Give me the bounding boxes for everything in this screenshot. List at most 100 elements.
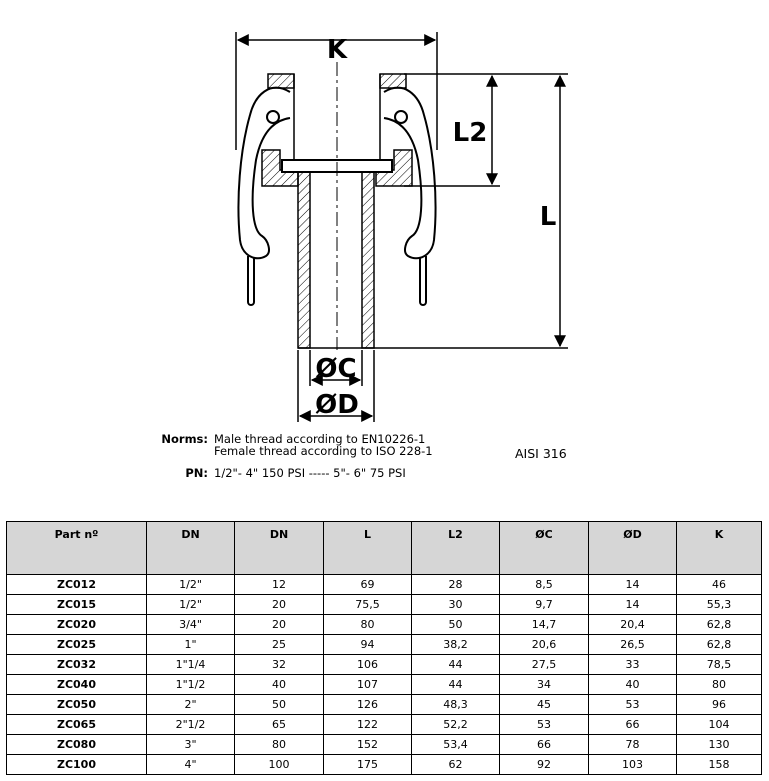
table-cell: 32 — [234, 654, 324, 675]
col-header: Part nº — [6, 521, 147, 575]
table-cell: 9,7 — [499, 594, 589, 615]
table-cell: 14,7 — [499, 614, 589, 635]
norms-line-1: Male thread according to EN10226-1 — [214, 432, 426, 446]
table-cell: 50 — [234, 694, 324, 715]
table-cell: 2"1/2 — [146, 714, 235, 735]
table-cell: 80 — [676, 674, 762, 695]
table-cell: 78 — [588, 734, 677, 755]
table-cell: 53,4 — [411, 734, 500, 755]
table-cell: 100 — [234, 754, 324, 775]
dim-d-label: ØD — [315, 390, 359, 420]
part-number-cell: ZC032 — [6, 654, 147, 675]
table-cell: 25 — [234, 634, 324, 655]
table-cell: 62 — [411, 754, 500, 775]
col-header: DN — [234, 521, 324, 575]
table-cell: 92 — [499, 754, 589, 775]
c-dimension: ØC — [309, 350, 363, 386]
table-cell: 122 — [323, 714, 412, 735]
dim-l-label: L — [540, 202, 557, 232]
table-cell: 3" — [146, 734, 235, 755]
col-header: ØD — [588, 521, 677, 575]
d-dimension: ØD — [297, 350, 375, 422]
part-number-cell: ZC012 — [6, 574, 147, 595]
table-cell: 33 — [588, 654, 677, 675]
part-number-cell: ZC040 — [6, 674, 147, 695]
table-cell: 27,5 — [499, 654, 589, 675]
table-cell: 62,8 — [676, 614, 762, 635]
table-cell: 75,5 — [323, 594, 412, 615]
table-cell: 8,5 — [499, 574, 589, 595]
part-number-cell: ZC020 — [6, 614, 147, 635]
table-cell: 26,5 — [588, 634, 677, 655]
table-cell: 45 — [499, 694, 589, 715]
table-cell: 20,6 — [499, 634, 589, 655]
table-cell: 53 — [499, 714, 589, 735]
table-cell: 94 — [323, 634, 412, 655]
table-cell: 1/2" — [146, 574, 235, 595]
table-cell: 80 — [234, 734, 324, 755]
table-cell: 104 — [676, 714, 762, 735]
table-cell: 40 — [588, 674, 677, 695]
coupling-technical-drawing: K L2 L — [235, 32, 568, 422]
table-cell: 1/2" — [146, 594, 235, 615]
material-label: AISI 316 — [515, 446, 567, 461]
right-cam-lever — [383, 86, 437, 306]
table-cell: 52,2 — [411, 714, 500, 735]
table-cell: 4" — [146, 754, 235, 775]
norms-line-2: Female thread according to ISO 228-1 — [214, 444, 433, 458]
col-header: K — [676, 521, 762, 575]
coupling-body — [261, 62, 413, 350]
table-cell: 28 — [411, 574, 500, 595]
table-cell: 38,2 — [411, 634, 500, 655]
part-number-cell: ZC065 — [6, 714, 147, 735]
dim-k-label: K — [327, 35, 348, 65]
table-cell: 62,8 — [676, 634, 762, 655]
dim-l2-label: L2 — [453, 118, 488, 148]
table-cell: 12 — [234, 574, 324, 595]
l2-dimension: L2 — [453, 74, 498, 186]
table-cell: 30 — [411, 594, 500, 615]
table-cell: 65 — [234, 714, 324, 735]
table-cell: 20 — [234, 594, 324, 615]
table-cell: 1" — [146, 634, 235, 655]
l-dimension: L — [540, 74, 566, 348]
part-number-cell: ZC100 — [6, 754, 147, 775]
part-number-cell: ZC025 — [6, 634, 147, 655]
table-cell: 3/4" — [146, 614, 235, 635]
table-cell: 66 — [588, 714, 677, 735]
table-cell: 14 — [588, 594, 677, 615]
table-cell: 48,3 — [411, 694, 500, 715]
table-cell: 1"1/4 — [146, 654, 235, 675]
part-number-cell: ZC015 — [6, 594, 147, 615]
left-cam-lever — [237, 86, 291, 306]
table-cell: 53 — [588, 694, 677, 715]
table-cell: 103 — [588, 754, 677, 775]
table-cell: 96 — [676, 694, 762, 715]
pn-label: PN: — [185, 466, 208, 480]
table-cell: 14 — [588, 574, 677, 595]
table-cell: 80 — [323, 614, 412, 635]
norms-label: Norms: — [161, 432, 208, 446]
part-number-cell: ZC080 — [6, 734, 147, 755]
table-cell: 158 — [676, 754, 762, 775]
table-cell: 46 — [676, 574, 762, 595]
table-cell: 34 — [499, 674, 589, 695]
table-cell: 69 — [323, 574, 412, 595]
table-cell: 107 — [323, 674, 412, 695]
col-header: DN — [146, 521, 235, 575]
k-dimension: K — [235, 32, 438, 150]
pn-value: 1/2"- 4" 150 PSI ----- 5"- 6" 75 PSI — [214, 466, 406, 480]
table-cell: 152 — [323, 734, 412, 755]
dim-c-label: ØC — [315, 354, 356, 384]
